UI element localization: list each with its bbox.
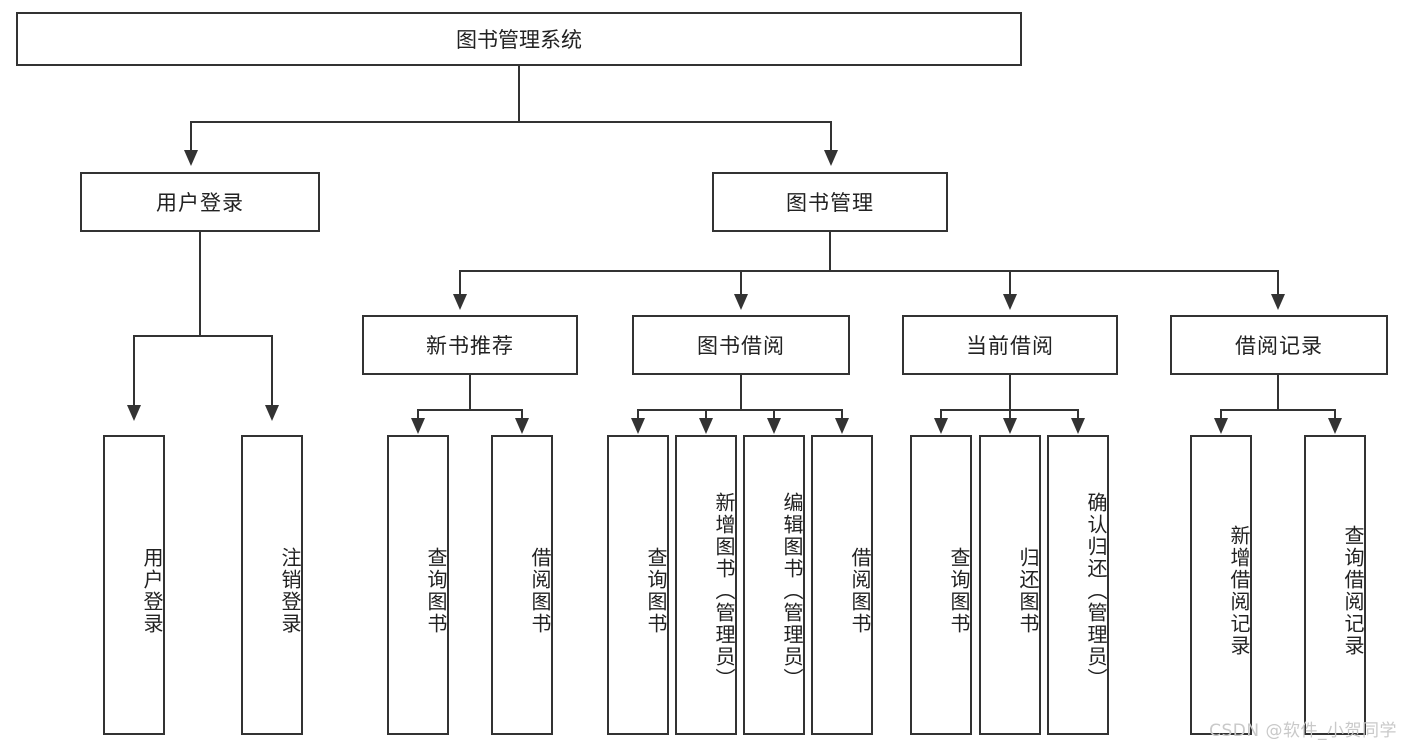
leaf-book-borrow-query[interactable]: 查询图书 [607, 435, 669, 735]
connector-borrow-record-drop-2 [1334, 409, 1336, 421]
connector-root-stem [518, 66, 520, 122]
node-label: 编辑图书（管理员） [780, 492, 804, 690]
connector-user-login-stem [199, 232, 201, 336]
leaf-book-borrow-borrow[interactable]: 借阅图书 [811, 435, 873, 735]
arrowhead-user-login [184, 150, 198, 166]
connector-book-manage-drop-2 [740, 270, 742, 296]
arrowhead-new-book-recommend [453, 294, 467, 310]
arrowhead-leaf-current-borrow-1 [934, 418, 948, 434]
node-current-borrow[interactable]: 当前借阅 [902, 315, 1118, 375]
node-user-login[interactable]: 用户登录 [80, 172, 320, 232]
connector-book-borrow-drop-3 [773, 409, 775, 421]
connector-book-manage-stem [829, 232, 831, 272]
leaf-new-book-query[interactable]: 查询图书 [387, 435, 449, 735]
node-label: 图书管理系统 [456, 28, 582, 52]
leaf-borrow-record-query[interactable]: 查询借阅记录 [1304, 435, 1366, 735]
arrowhead-book-manage [824, 150, 838, 166]
leaf-borrow-record-add[interactable]: 新增借阅记录 [1190, 435, 1252, 735]
node-label: 归还图书 [1016, 547, 1040, 635]
arrowhead-leaf-new-book-1 [411, 418, 425, 434]
node-label: 图书借阅 [697, 334, 785, 358]
watermark-text: CSDN @软件_小贺同学 [1209, 721, 1397, 741]
node-label: 新增借阅记录 [1227, 525, 1251, 657]
node-root-system[interactable]: 图书管理系统 [16, 12, 1022, 66]
connector-root-bar [190, 121, 832, 123]
arrowhead-leaf-borrow-record-2 [1328, 418, 1342, 434]
node-new-book-recommend[interactable]: 新书推荐 [362, 315, 578, 375]
leaf-user-login-logout[interactable]: 注销登录 [241, 435, 303, 735]
connector-book-manage-drop-1 [459, 270, 461, 296]
node-label: 查询图书 [947, 547, 971, 635]
node-label: 查询借阅记录 [1341, 525, 1365, 657]
node-book-manage[interactable]: 图书管理 [712, 172, 948, 232]
connector-borrow-record-stem [1277, 375, 1279, 411]
leaf-current-borrow-query[interactable]: 查询图书 [910, 435, 972, 735]
node-label: 注销登录 [278, 547, 302, 635]
node-book-borrow[interactable]: 图书借阅 [632, 315, 850, 375]
connector-book-borrow-drop-2 [705, 409, 707, 421]
node-label: 当前借阅 [966, 334, 1054, 358]
node-label: 用户登录 [156, 191, 244, 215]
node-label: 查询图书 [644, 547, 668, 635]
arrowhead-borrow-record [1271, 294, 1285, 310]
arrowhead-leaf-current-borrow-3 [1071, 418, 1085, 434]
arrowhead-leaf-book-borrow-4 [835, 418, 849, 434]
leaf-current-borrow-confirm[interactable]: 确认归还（管理员） [1047, 435, 1109, 735]
connector-root-to-book-manage [830, 121, 832, 153]
node-label: 新增图书（管理员） [712, 492, 736, 690]
connector-new-book-drop-1 [417, 409, 419, 421]
connector-new-book-bar [417, 409, 523, 411]
connector-root-to-user-login [190, 121, 192, 153]
leaf-new-book-borrow[interactable]: 借阅图书 [491, 435, 553, 735]
connector-current-borrow-drop-1 [940, 409, 942, 421]
connector-borrow-record-bar [1220, 409, 1336, 411]
connector-user-login-drop-2 [271, 335, 273, 407]
connector-user-login-bar [133, 335, 273, 337]
leaf-user-login-login[interactable]: 用户登录 [103, 435, 165, 735]
arrowhead-leaf-new-book-2 [515, 418, 529, 434]
connector-new-book-drop-2 [521, 409, 523, 421]
node-label: 用户登录 [140, 547, 164, 635]
arrowhead-leaf-user-login-2 [265, 405, 279, 421]
arrowhead-book-borrow [734, 294, 748, 310]
arrowhead-leaf-book-borrow-2 [699, 418, 713, 434]
connector-book-manage-bar [459, 270, 1279, 272]
node-borrow-record[interactable]: 借阅记录 [1170, 315, 1388, 375]
connector-new-book-stem [469, 375, 471, 411]
connector-current-borrow-drop-3 [1077, 409, 1079, 421]
node-label: 查询图书 [424, 547, 448, 635]
arrowhead-leaf-borrow-record-1 [1214, 418, 1228, 434]
connector-book-borrow-bar [637, 409, 843, 411]
connector-current-borrow-drop-2 [1009, 409, 1011, 421]
arrowhead-leaf-book-borrow-3 [767, 418, 781, 434]
connector-book-borrow-drop-4 [841, 409, 843, 421]
leaf-book-borrow-edit[interactable]: 编辑图书（管理员） [743, 435, 805, 735]
node-label: 借阅图书 [528, 547, 552, 635]
arrowhead-leaf-book-borrow-1 [631, 418, 645, 434]
connector-book-manage-drop-3 [1009, 270, 1011, 296]
arrowhead-current-borrow [1003, 294, 1017, 310]
connector-book-borrow-stem [740, 375, 742, 411]
node-label: 确认归还（管理员） [1084, 492, 1108, 690]
node-label: 借阅记录 [1235, 334, 1323, 358]
leaf-book-borrow-add[interactable]: 新增图书（管理员） [675, 435, 737, 735]
arrowhead-leaf-current-borrow-2 [1003, 418, 1017, 434]
connector-book-manage-drop-4 [1277, 270, 1279, 296]
node-label: 新书推荐 [426, 334, 514, 358]
node-label: 图书管理 [786, 191, 874, 215]
connector-book-borrow-drop-1 [637, 409, 639, 421]
leaf-current-borrow-return[interactable]: 归还图书 [979, 435, 1041, 735]
connector-user-login-drop-1 [133, 335, 135, 407]
node-label: 借阅图书 [848, 547, 872, 635]
arrowhead-leaf-user-login-1 [127, 405, 141, 421]
connector-borrow-record-drop-1 [1220, 409, 1222, 421]
connector-current-borrow-stem [1009, 375, 1011, 411]
